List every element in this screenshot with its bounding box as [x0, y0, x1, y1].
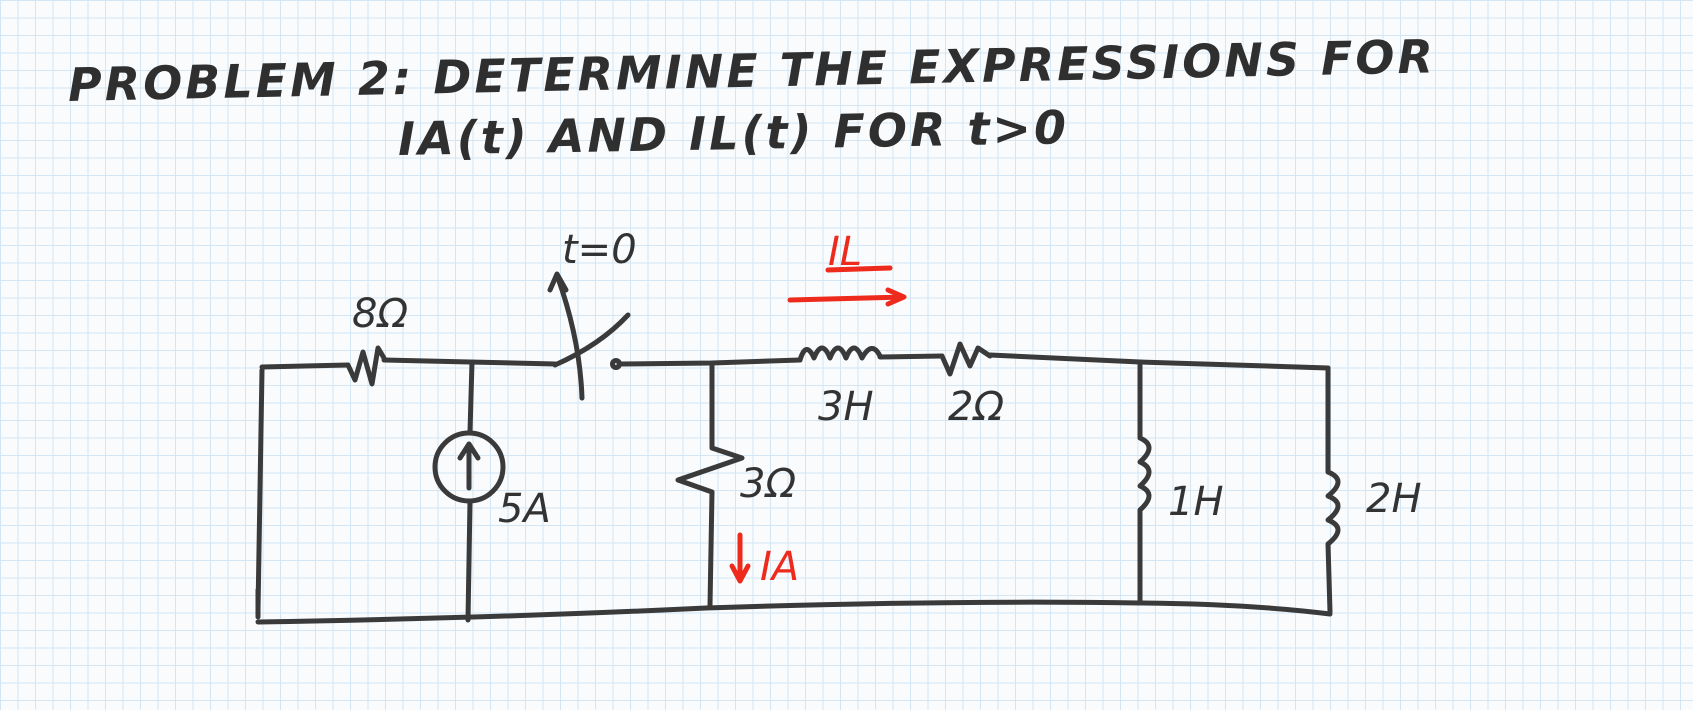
ia-arrow-icon — [729, 532, 751, 584]
source-branch-wire — [465, 359, 475, 623]
current-ia-label: IA — [760, 544, 799, 590]
inductor-3h-label: 3H — [818, 384, 874, 430]
current-source-circle — [432, 430, 506, 504]
resistor-8-label: 8Ω — [352, 291, 408, 337]
inductor-1h-label: 1H — [1168, 479, 1224, 525]
il-arrow-icon — [787, 287, 907, 307]
resistor-2-label: 2Ω — [948, 384, 1004, 430]
switch-label: t=0 — [562, 227, 637, 273]
top-right-wire — [987, 352, 1331, 371]
resistor-2-ohm — [939, 341, 993, 377]
top-left-wire — [259, 362, 351, 370]
bottom-wire — [255, 587, 1333, 625]
switch-arc-icon — [547, 271, 585, 401]
inductor-2h — [1325, 365, 1341, 615]
current-source-arrow-icon — [457, 441, 481, 491]
inductor-1h — [1137, 359, 1152, 605]
left-wire — [255, 367, 265, 613]
resistor-3-label: 3Ω — [740, 461, 796, 507]
inductor-3h — [797, 345, 883, 363]
current-source-label: 5A — [498, 486, 551, 532]
resistor-8-ohm — [345, 345, 387, 387]
inductor-2h-label: 2H — [1366, 476, 1422, 522]
inductor-resistor-wire — [877, 353, 945, 360]
resistor-3-ohm — [675, 360, 745, 609]
current-il-label: IL — [828, 229, 862, 275]
switch-blade — [552, 312, 631, 368]
il-underline — [825, 265, 893, 273]
